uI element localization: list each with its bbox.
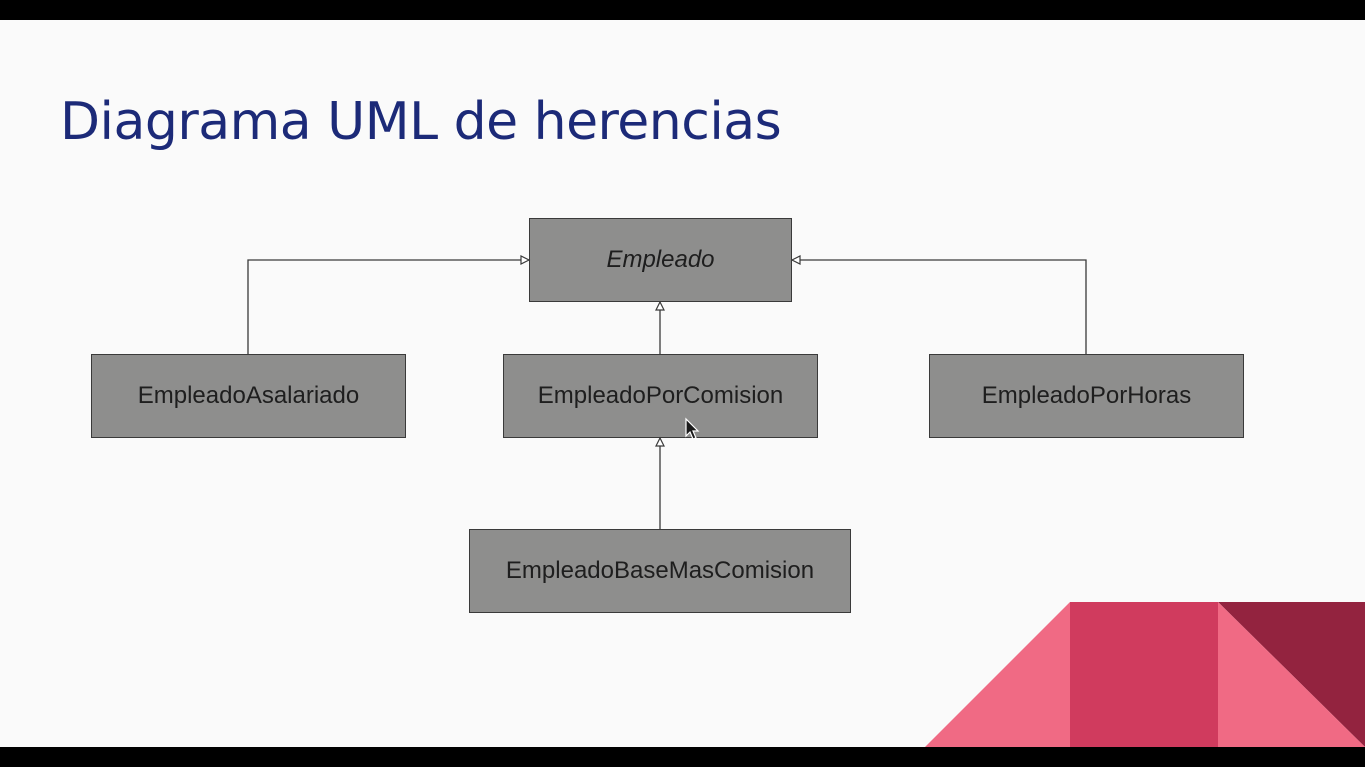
class-box-empleado: Empleado (529, 218, 792, 302)
slide: Diagrama UML de herencias Empleado Emple… (0, 20, 1365, 747)
inheritance-arrowhead-horas (790, 255, 801, 265)
slide-title: Diagrama UML de herencias (60, 92, 782, 152)
diagram-overlay (247, 255, 1365, 747)
inheritance-connectors (247, 255, 1087, 529)
inheritance-line-asalariado (247, 259, 529, 354)
inheritance-arrowhead-comision (655, 300, 665, 311)
class-name-empleado: Empleado (606, 246, 715, 273)
decor-triangle-left (925, 602, 1070, 747)
decor-triangle-right (1218, 602, 1365, 747)
class-name-empleado-base-mas-comision: EmpleadoBaseMasComision (505, 557, 815, 584)
inheritance-arrowhead-basemas (655, 436, 665, 447)
inheritance-line-horas (792, 259, 1087, 354)
decor-block-middle (1070, 602, 1218, 747)
class-box-empleado-asalariado: EmpleadoAsalariado (91, 354, 406, 438)
class-name-empleado-por-comision: EmpleadoPorComision (537, 382, 784, 409)
mouse-pointer-icon (685, 417, 700, 440)
class-box-empleado-base-mas-comision: EmpleadoBaseMasComision (469, 529, 851, 613)
class-name-empleado-asalariado: EmpleadoAsalariado (137, 382, 360, 409)
class-box-empleado-por-comision: EmpleadoPorComision (503, 354, 818, 438)
decorative-triangles (925, 602, 1365, 747)
class-name-empleado-por-horas: EmpleadoPorHoras (981, 382, 1192, 409)
class-box-empleado-por-horas: EmpleadoPorHoras (929, 354, 1244, 438)
inheritance-arrowhead-asalariado (520, 255, 531, 265)
